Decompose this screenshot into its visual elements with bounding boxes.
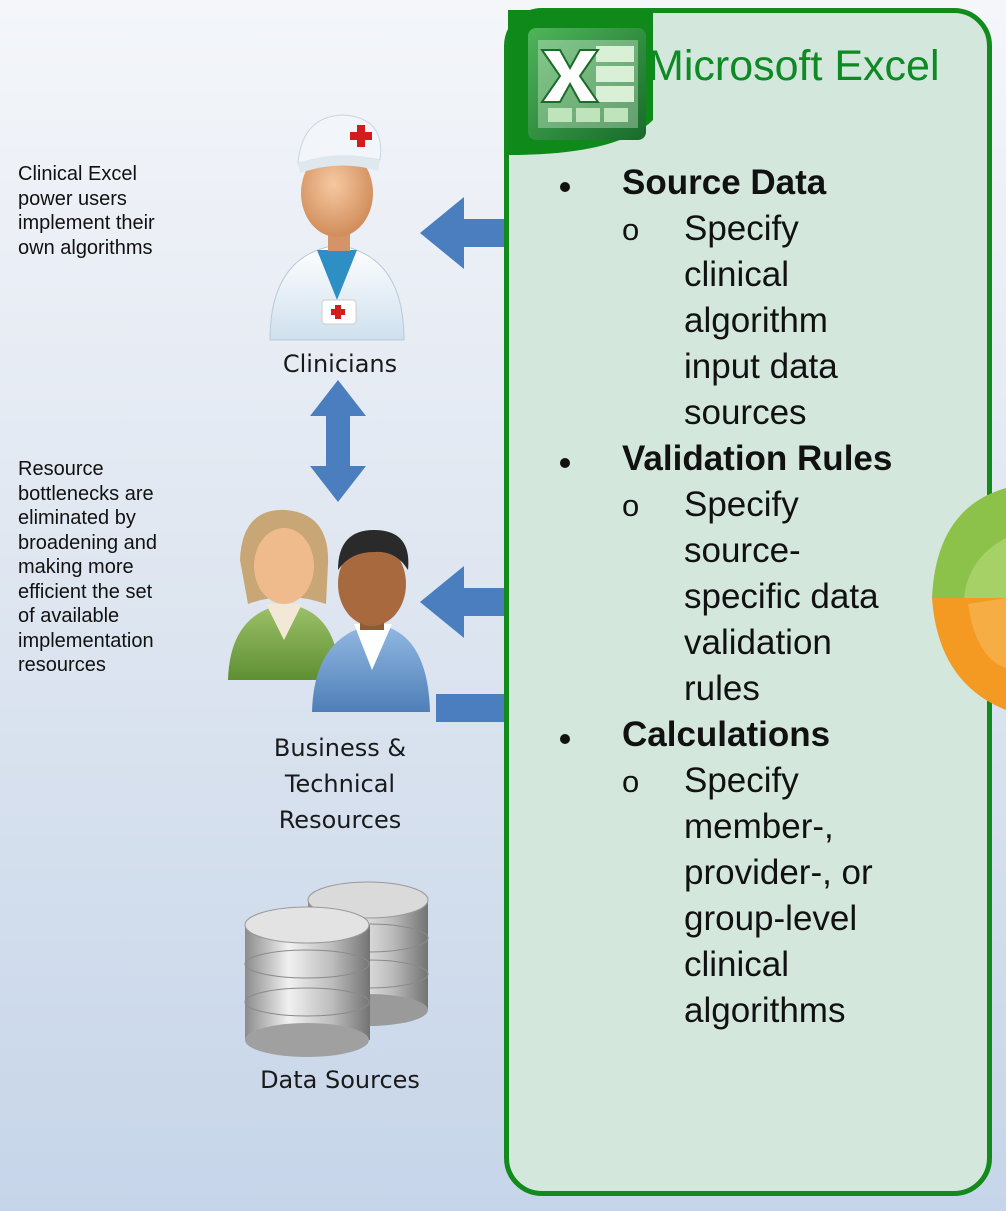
nurse-icon	[269, 114, 405, 341]
section-detail: o Specify member-, provider-, or group-l…	[622, 758, 990, 1034]
detail-line: clinical	[684, 945, 790, 984]
detail-line: specific data	[684, 577, 879, 616]
business-technical-label: Business & Technical Resources	[230, 730, 450, 838]
excel-panel	[504, 8, 992, 1196]
note-line: making more	[18, 556, 134, 578]
section-heading: Calculations	[622, 715, 831, 754]
database-icon	[244, 881, 429, 1057]
detail-line: Specify	[684, 485, 799, 524]
resource-bottlenecks-note: Resource bottlenecks are eliminated by b…	[18, 457, 157, 678]
actor-label-line: Business &	[273, 734, 407, 762]
note-line: power users	[18, 187, 127, 210]
section-heading: Validation Rules	[622, 439, 893, 478]
section-detail: o Specify source- specific data validati…	[622, 482, 990, 712]
note-line: bottlenecks are	[18, 482, 154, 505]
circle-bullet-icon: o	[622, 212, 640, 247]
detail-line: sources	[684, 393, 807, 432]
clinicians-business-arrow	[310, 380, 366, 502]
note-line: own algorithms	[18, 236, 153, 259]
detail-line: validation	[684, 623, 832, 662]
circle-bullet-icon: o	[622, 488, 640, 523]
detail-line: Specify	[684, 761, 799, 800]
note-line: Resource	[18, 458, 104, 480]
circle-bullet-icon: o	[622, 764, 640, 799]
data-sources-label: Data Sources	[260, 1066, 420, 1094]
excel-logo-icon	[508, 10, 653, 155]
detail-line: rules	[684, 669, 760, 708]
detail-line: member-,	[684, 807, 834, 846]
bullet-dot-icon	[560, 458, 570, 468]
section-detail: o Specify clinical algorithm input data …	[622, 206, 990, 436]
note-line: implement their	[18, 212, 155, 234]
detail-line: group-level	[684, 899, 858, 938]
note-line: efficient the set	[18, 580, 153, 603]
detail-line: algorithms	[684, 991, 846, 1030]
detail-line: Specify	[684, 209, 799, 248]
bullet-dot-icon	[560, 182, 570, 192]
note-line: implementation	[18, 629, 154, 652]
excel-section-list: Source Data o Specify clinical algorithm…	[560, 160, 990, 1034]
section-heading: Source Data	[622, 163, 827, 202]
pie-chart-icon	[932, 488, 1006, 710]
bullet-validation-rules: Validation Rules o Specify source- speci…	[560, 436, 990, 712]
actor-label-line: Resources	[278, 806, 402, 834]
note-line: eliminated by	[18, 507, 136, 529]
detail-line: input data	[684, 347, 838, 386]
detail-line: source-	[684, 531, 801, 570]
note-line: broadening and	[18, 531, 158, 554]
detail-line: provider-, or	[684, 853, 873, 892]
bullet-calculations: Calculations o Specify member-, provider…	[560, 712, 990, 1034]
clinicians-label: Clinicians	[282, 350, 398, 378]
note-line: of available	[18, 605, 120, 627]
detail-line: clinical	[684, 255, 790, 294]
note-line: Clinical Excel	[18, 163, 137, 185]
bullet-source-data: Source Data o Specify clinical algorithm…	[560, 160, 990, 436]
bullet-dot-icon	[560, 734, 570, 744]
clinical-users-note: Clinical Excel power users implement the…	[18, 162, 155, 260]
people-icon	[228, 509, 430, 712]
note-line: resources	[18, 654, 106, 676]
actor-label-line: Technical	[284, 770, 396, 798]
detail-line: algorithm	[684, 301, 828, 340]
excel-title: Microsoft Excel	[648, 42, 940, 90]
